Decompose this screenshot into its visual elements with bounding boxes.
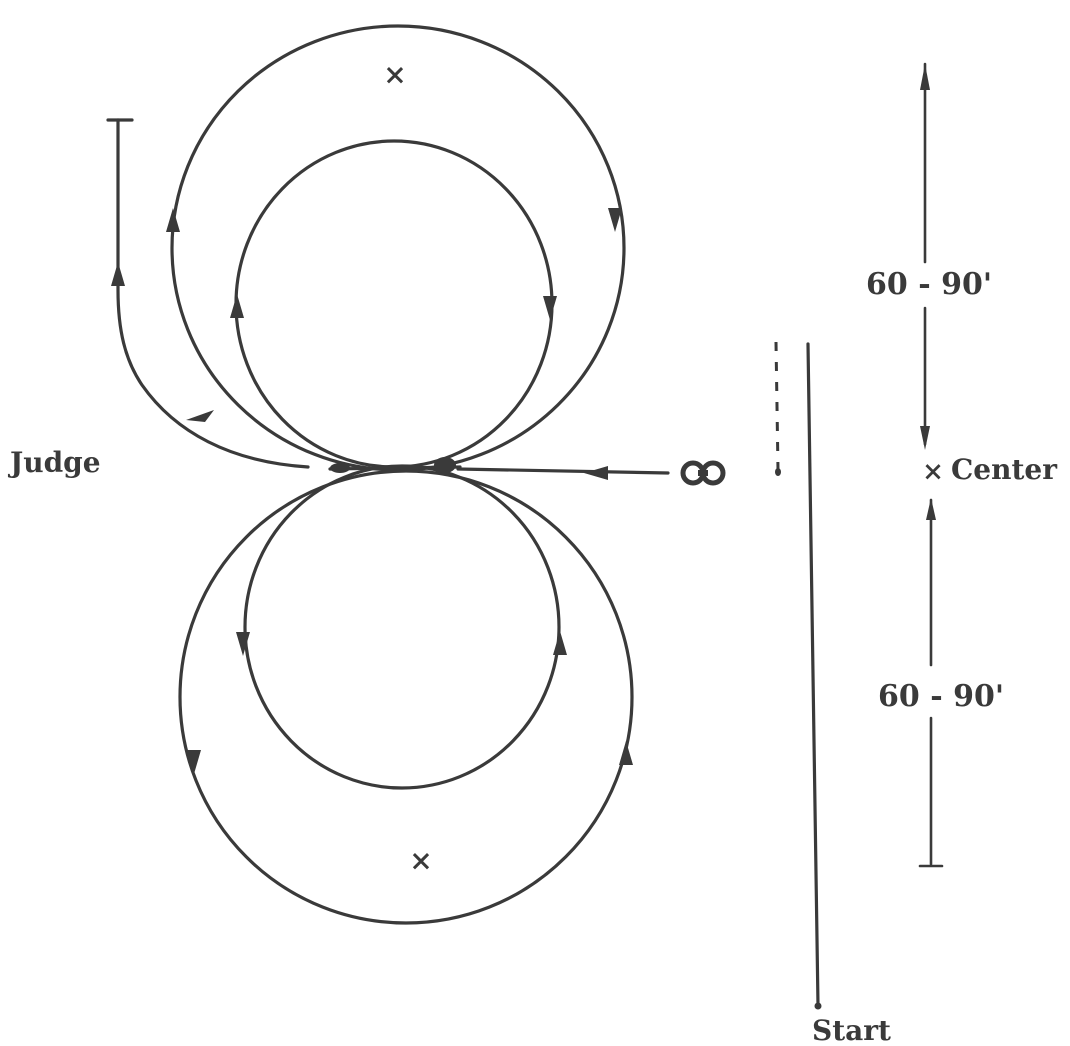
start-label: Start	[812, 1014, 891, 1046]
entry-path-line	[456, 467, 670, 475]
dimension-arrow-center-lower	[926, 498, 936, 520]
arrow-top-inner-right	[543, 296, 557, 320]
arrow-entry	[584, 466, 608, 480]
dimension-arrow-top	[920, 64, 930, 90]
top-inner-circle	[234, 139, 554, 469]
dimension-arrow-center-upper	[920, 426, 930, 450]
crossing-connector	[328, 465, 462, 471]
arrow-bottom-inner-right	[553, 631, 567, 655]
bottom-outer-circle	[178, 469, 634, 925]
arrow-bottom-outer-left	[187, 750, 201, 774]
dashed-guide-line	[774, 341, 780, 471]
start-point	[814, 1002, 822, 1010]
distance-label-bottom: 60 - 90'	[878, 679, 1004, 714]
arrow-top-inner-left	[230, 294, 244, 318]
center-mark: ×	[922, 457, 944, 487]
dashed-guide-end	[775, 468, 781, 476]
bottom-circle-center-mark: ×	[409, 844, 432, 877]
binoculars-icon	[680, 460, 726, 486]
arrow-top-outer-right	[608, 208, 622, 232]
center-label: Center	[951, 453, 1058, 486]
distance-label-top: 60 - 90'	[866, 267, 992, 302]
arrow-exit-curve	[186, 410, 214, 422]
arrow-top-outer-left	[166, 208, 180, 232]
start-line	[806, 342, 820, 1007]
judge-label: Judge	[7, 446, 101, 479]
crossing-point-right	[434, 457, 456, 473]
top-circle-center-mark: ×	[383, 58, 406, 91]
arrow-exit-up	[111, 262, 125, 286]
bottom-inner-circle	[243, 464, 561, 790]
arrow-bottom-outer-right	[619, 741, 633, 765]
arrow-bottom-inner-left	[236, 632, 250, 656]
top-outer-circle	[170, 24, 626, 472]
exit-path	[116, 118, 310, 469]
